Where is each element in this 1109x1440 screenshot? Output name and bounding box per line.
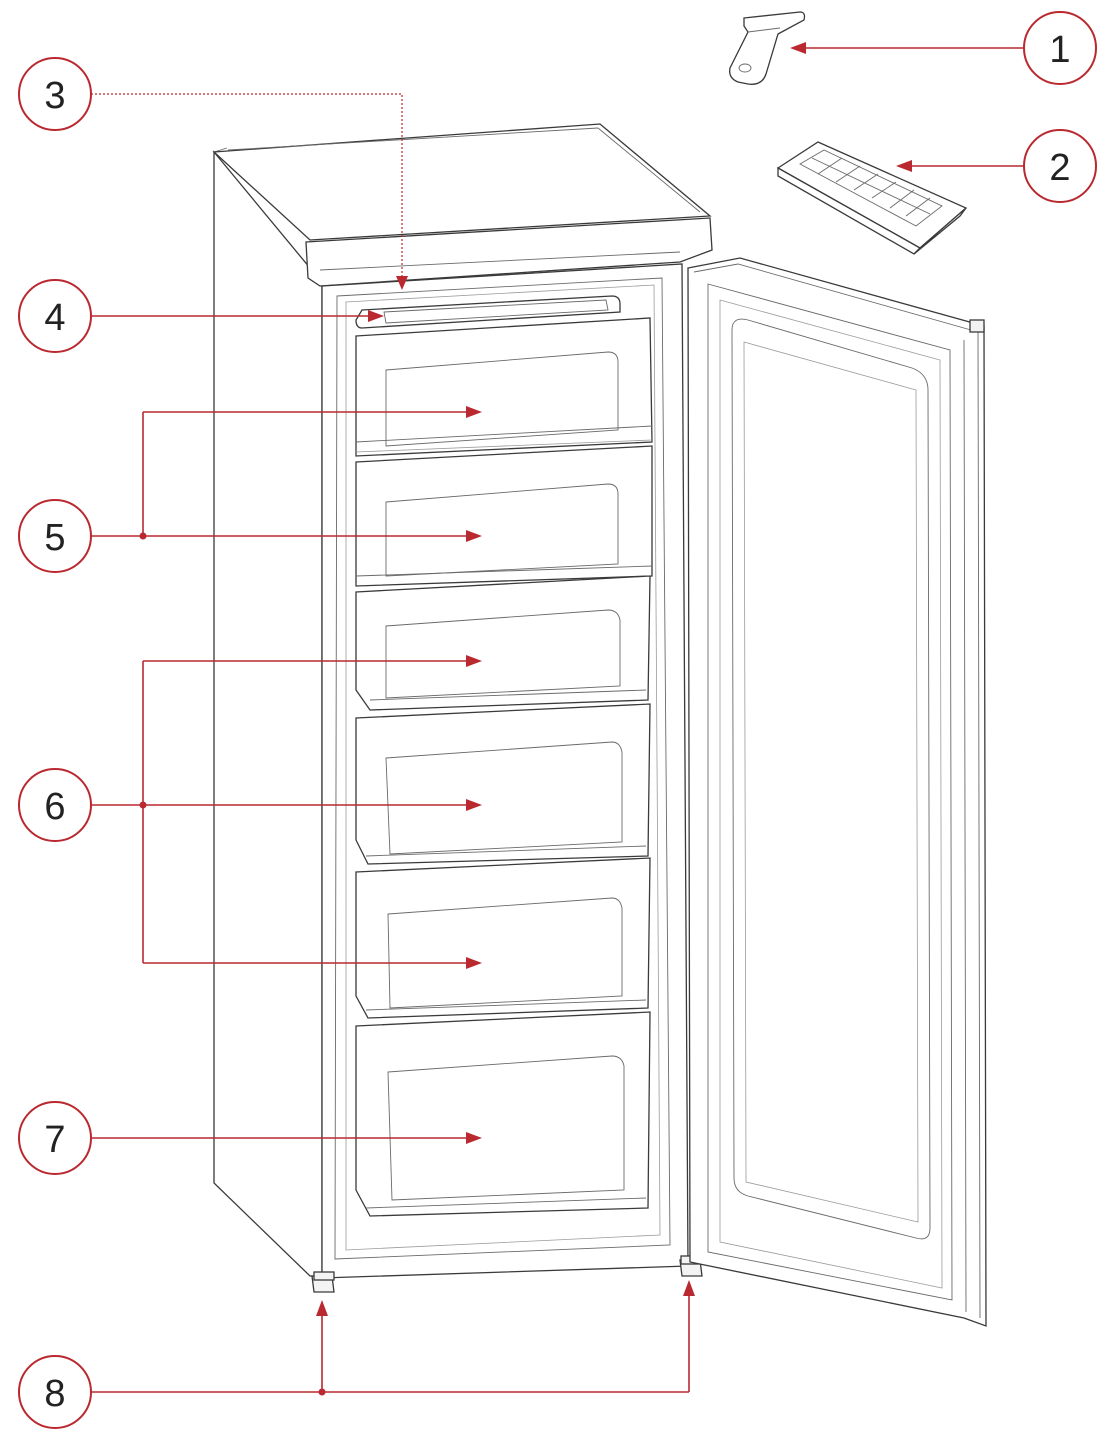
callout-3: 3 bbox=[18, 57, 92, 131]
callout-2-label: 2 bbox=[1049, 147, 1070, 189]
drawers bbox=[355, 317, 653, 1217]
ice-scraper bbox=[729, 11, 806, 85]
interior-light bbox=[355, 295, 621, 329]
drawer-middle-2 bbox=[355, 703, 651, 865]
callout-7: 7 bbox=[18, 1101, 92, 1175]
glass-shelf-upper-2 bbox=[355, 445, 653, 587]
drawer-middle-3 bbox=[355, 857, 651, 1019]
callout-4: 4 bbox=[18, 279, 92, 353]
callout-5: 5 bbox=[18, 499, 92, 573]
callout-6: 6 bbox=[18, 768, 92, 842]
drawer-bottom bbox=[355, 1011, 651, 1217]
callout-8-label: 8 bbox=[44, 1373, 65, 1415]
callout-4-label: 4 bbox=[44, 297, 65, 339]
callout-3-label: 3 bbox=[44, 75, 65, 117]
cabinet-foot-left bbox=[311, 1271, 335, 1293]
callout-5-label: 5 bbox=[44, 517, 65, 559]
callout-6-label: 6 bbox=[44, 786, 65, 828]
leader-lines bbox=[91, 42, 1024, 1396]
callout-8: 8 bbox=[18, 1355, 92, 1429]
drawer-middle-1 bbox=[355, 575, 651, 711]
callout-1-label: 1 bbox=[1049, 29, 1070, 71]
callout-7-label: 7 bbox=[44, 1119, 65, 1161]
glass-shelf-upper-1 bbox=[355, 317, 653, 457]
ice-cube-tray bbox=[776, 141, 968, 255]
callout-2: 2 bbox=[1023, 129, 1097, 203]
freezer-door bbox=[687, 257, 987, 1327]
callout-1: 1 bbox=[1023, 11, 1097, 85]
